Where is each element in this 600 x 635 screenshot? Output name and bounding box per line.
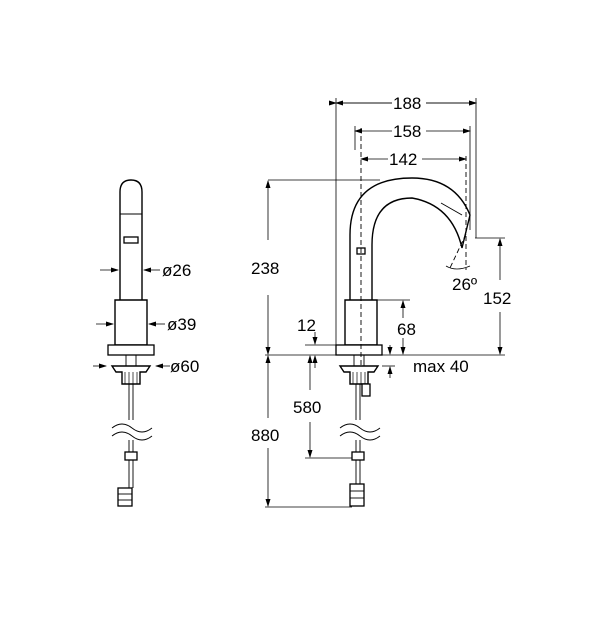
label-d60: ø60 (170, 357, 199, 376)
label-h12: 12 (297, 316, 316, 335)
label-h880: 880 (251, 426, 279, 445)
label-h152: 152 (483, 289, 511, 308)
label-w188: 188 (393, 94, 421, 113)
side-base (107, 344, 155, 356)
label-w158: 158 (393, 122, 421, 141)
front-connector-upper (351, 451, 365, 461)
label-angle26: 26º (452, 275, 477, 294)
label-d39: ø39 (167, 315, 196, 334)
front-connector-lower (349, 483, 365, 507)
label-h580: 580 (293, 398, 321, 417)
label-w142: 142 (389, 150, 417, 169)
side-view: ø26 ø39 ø60 (93, 179, 199, 507)
front-view: 188 158 142 238 152 26º 12 (250, 92, 518, 508)
front-base (335, 344, 383, 356)
label-max40: max 40 (413, 357, 469, 376)
label-d26: ø26 (162, 261, 191, 280)
side-connector-lower (117, 487, 133, 507)
side-mount-nut (110, 365, 152, 385)
front-mount-nut (338, 365, 380, 385)
side-connector-upper (124, 451, 138, 461)
label-h68: 68 (397, 320, 416, 339)
side-sensor (123, 236, 139, 244)
label-h238: 238 (251, 259, 279, 278)
side-body (114, 299, 148, 346)
side-spout (119, 179, 143, 300)
